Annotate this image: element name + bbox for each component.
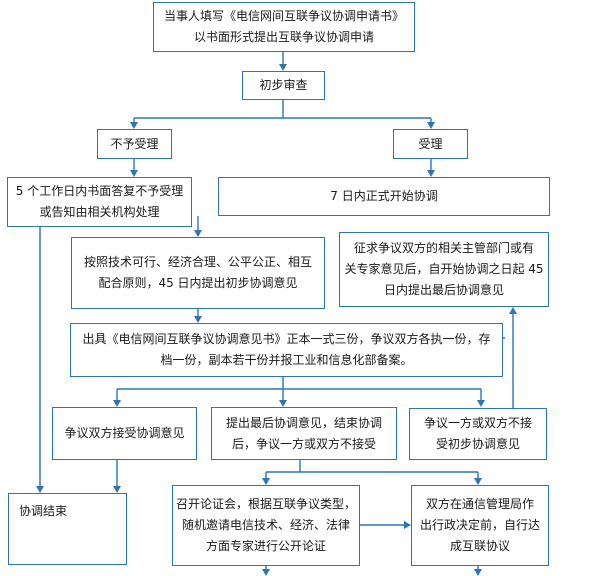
arrowhead [194, 230, 202, 237]
both-accept-node: 争议双方接受协调意见 [52, 407, 197, 460]
accept-node-text: 受理 [418, 136, 443, 151]
reply-5days-node-text: 5 个工作日内书面答复不予受理 或告知由相关机构处理 [15, 184, 184, 219]
arrowhead [474, 478, 482, 485]
apply-node-text: 当事人填写《电信网间互联争议协调申请书》 以书面形式提出互联争议协调申请 [163, 9, 404, 44]
not-accept-node-text: 不予受理 [110, 136, 159, 151]
apply-node: 当事人填写《电信网间互联争议协调申请书》 以书面形式提出互联争议协调申请 [153, 2, 415, 52]
issue-letter-node-text: 出具《电信网间互联争议协调意见书》正本一式三份，争议双方各执一份，存 档一份，副… [82, 332, 491, 367]
initial-opinion-node-text: 按照技术可行、经济合理、公平公正、相互 配合原则，45 日内提出初步协调意见 [83, 255, 312, 290]
arrowhead [509, 307, 517, 314]
final-not-accept-node: 提出最后协调意见，结束协调 后，争议一方或双方不接受 [211, 407, 397, 460]
not-accept-node: 不予受理 [97, 129, 172, 159]
both-accept-node-text: 争议双方接受协调意见 [64, 426, 185, 440]
final-opinion-45-node-text: 征求争议双方的相关主管部门或有 关专家意见后，自开始协调之日起 45 日内提出最… [344, 241, 544, 297]
issue-letter-node: 出具《电信网间互联争议协调意见书》正本一式三份，争议双方各执一份，存 档一份，副… [70, 323, 503, 377]
reply-5days-node: 5 个工作日内书面答复不予受理 或告知由相关机构处理 [7, 177, 192, 227]
end-node: 协调结束 [8, 493, 127, 565]
final-not-accept-node-text: 提出最后协调意见，结束协调 后，争议一方或双方不接受 [225, 415, 382, 451]
arrowhead [262, 569, 270, 576]
arrowhead [130, 122, 138, 129]
arrowhead [113, 400, 121, 407]
arrowhead [113, 486, 121, 493]
end-node-text: 协调结束 [19, 504, 68, 518]
arrowhead [427, 122, 435, 129]
arrowhead [36, 486, 44, 493]
arrowhead [279, 64, 287, 71]
review-node: 初步审查 [242, 71, 325, 100]
arrowhead [474, 569, 482, 576]
review-node-text: 初步审查 [259, 78, 308, 92]
initial-opinion-node: 按照技术可行、经济合理、公平公正、相互 配合原则，45 日内提出初步协调意见 [71, 237, 325, 309]
one-not-accept-node-text: 争议一方或双方不接 受初步协调意见 [423, 416, 532, 451]
arrowhead [279, 400, 287, 407]
arrowhead [130, 170, 138, 177]
accept-node: 受理 [393, 129, 468, 159]
arrowhead [194, 316, 202, 323]
arrowhead [427, 170, 435, 177]
self-agreement-node-text: 双方在通信管理局作 出行政决定前，自行达 成互联协议 [419, 497, 540, 553]
arrowhead [262, 478, 270, 485]
start-7days-node-text: 7 日内正式开始协调 [330, 189, 438, 203]
one-not-accept-node: 争议一方或双方不接 受初步协调意见 [409, 408, 547, 460]
hearing-node-text: 召开论证会，根据互联争议类型， 随机邀请电信技术、经济、法律 方面专家进行公开论… [175, 497, 356, 553]
arrowhead [477, 400, 485, 407]
self-agreement-node: 双方在通信管理局作 出行政决定前，自行达 成互联协议 [411, 485, 549, 566]
arrowhead [404, 521, 411, 529]
final-opinion-45-node: 征求争议双方的相关主管部门或有 关专家意见后，自开始协调之日起 45 日内提出最… [339, 232, 549, 307]
hearing-node: 召开论证会，根据互联争议类型， 随机邀请电信技术、经济、法律 方面专家进行公开论… [172, 485, 360, 566]
start-7days-node: 7 日内正式开始协调 [218, 177, 550, 216]
